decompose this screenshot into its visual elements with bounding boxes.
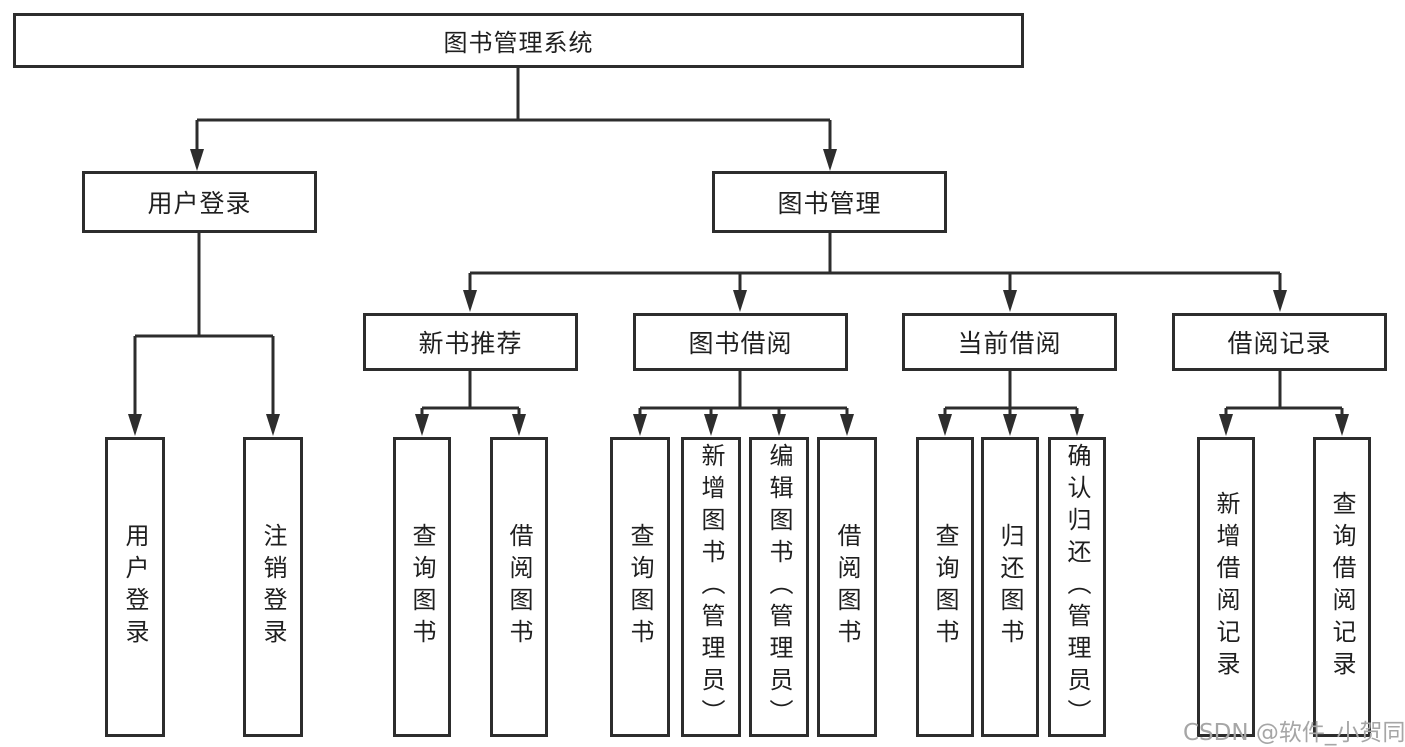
node-book-borrow-label: 图书借阅	[688, 329, 793, 358]
node-root-label: 图书管理系统	[443, 29, 594, 57]
connector-book-borrow-branch	[633, 371, 854, 436]
leaf-user-login-label: 用户登录	[121, 523, 149, 651]
leaf-return-book-label: 归还图书	[996, 523, 1024, 651]
leaf-query-book-2: 查询图书	[610, 437, 670, 737]
connector-current-borrow-branch	[938, 371, 1084, 436]
leaf-edit-book-label: 编辑图书（管理员）	[765, 443, 793, 731]
leaf-edit-book: 编辑图书（管理员）	[749, 437, 809, 737]
leaf-user-login: 用户登录	[105, 437, 165, 737]
node-user-login: 用户登录	[82, 171, 317, 233]
connector-new-book-branch	[415, 371, 526, 436]
node-user-login-label: 用户登录	[147, 189, 252, 218]
leaf-add-book: 新增图书（管理员）	[681, 437, 741, 737]
node-new-book-rec: 新书推荐	[363, 313, 578, 371]
node-new-book-rec-label: 新书推荐	[418, 329, 523, 358]
connector-user-login-branch	[128, 233, 280, 436]
node-current-borrow-label: 当前借阅	[957, 329, 1062, 358]
node-book-mgmt: 图书管理	[712, 171, 947, 233]
leaf-logout: 注销登录	[243, 437, 303, 737]
leaf-logout-label: 注销登录	[259, 523, 287, 651]
leaf-borrow-book-1-label: 借阅图书	[505, 523, 533, 651]
leaf-query-record: 查询借阅记录	[1313, 437, 1371, 737]
leaf-query-book-1-label: 查询图书	[408, 523, 436, 651]
node-current-borrow: 当前借阅	[902, 313, 1117, 371]
connector-root-branch	[190, 68, 837, 171]
leaf-confirm-return: 确认归还（管理员）	[1048, 437, 1106, 737]
leaf-add-record: 新增借阅记录	[1197, 437, 1255, 737]
leaf-query-book-2-label: 查询图书	[626, 523, 654, 651]
node-root: 图书管理系统	[13, 13, 1024, 68]
leaf-add-record-label: 新增借阅记录	[1212, 491, 1240, 683]
leaf-return-book: 归还图书	[981, 437, 1039, 737]
leaf-borrow-book-1: 借阅图书	[490, 437, 548, 737]
connector-borrow-record-branch	[1219, 371, 1349, 436]
csdn-watermark: CSDN @软件_小贺同学	[1183, 720, 1405, 746]
leaf-query-record-label: 查询借阅记录	[1328, 491, 1356, 683]
node-borrow-record-label: 借阅记录	[1227, 329, 1332, 358]
connector-book-mgmt-branch	[463, 233, 1287, 312]
leaf-borrow-book-2: 借阅图书	[817, 437, 877, 737]
node-book-mgmt-label: 图书管理	[777, 189, 882, 218]
node-borrow-record: 借阅记录	[1172, 313, 1387, 371]
node-book-borrow: 图书借阅	[633, 313, 848, 371]
leaf-query-book-1: 查询图书	[393, 437, 451, 737]
leaf-query-book-3-label: 查询图书	[931, 523, 959, 651]
leaf-confirm-return-label: 确认归还（管理员）	[1063, 443, 1091, 731]
leaf-add-book-label: 新增图书（管理员）	[697, 443, 725, 731]
leaf-borrow-book-2-label: 借阅图书	[833, 523, 861, 651]
leaf-query-book-3: 查询图书	[916, 437, 974, 737]
